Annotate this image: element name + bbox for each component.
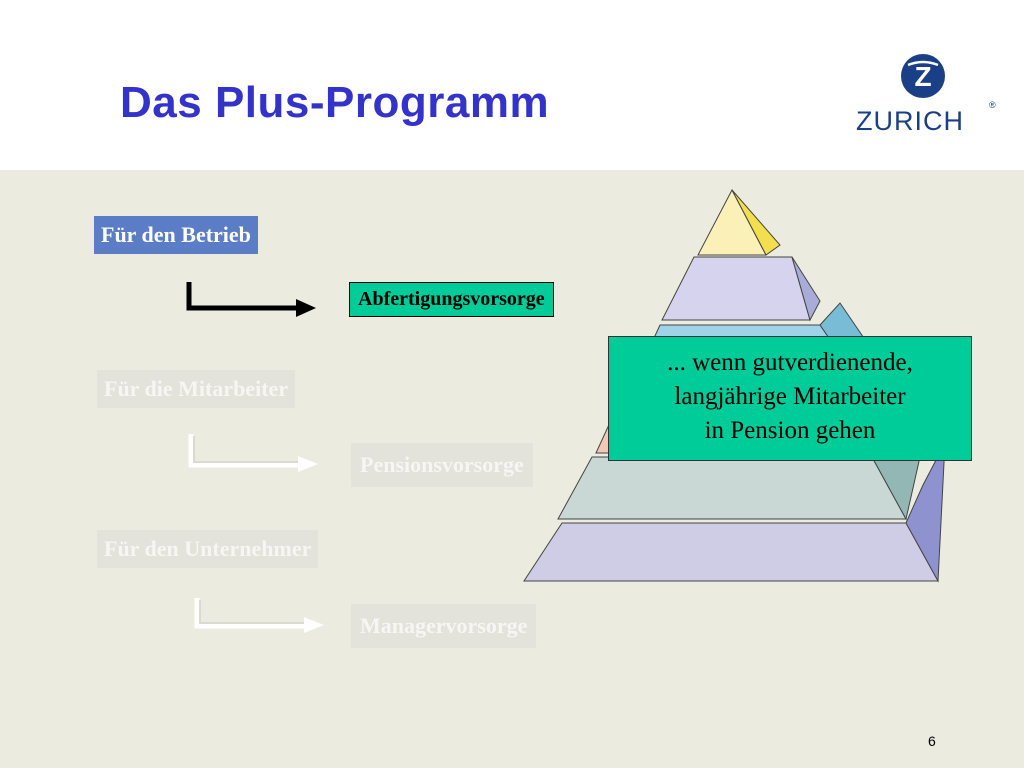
target-pensionsvorsorge: Pensionsvorsorge xyxy=(351,443,533,487)
slide-header: Das Plus-Programm Z ZURICH ® xyxy=(0,0,1024,170)
logo-letter: Z xyxy=(914,61,931,92)
callout-line-2: langjährige Mitarbeiter xyxy=(674,383,906,410)
target-abfertigungsvorsorge: Abfertigungsvorsorge xyxy=(349,282,554,317)
arrow-betrieb-icon xyxy=(186,282,316,317)
section-label-mitarbeiter: Für die Mitarbeiter xyxy=(97,370,296,408)
section-label-unternehmer: Für den Unternehmer xyxy=(97,530,319,568)
callout-line-3: in Pension gehen xyxy=(704,417,876,444)
arrow-unternehmer-icon xyxy=(194,598,324,633)
section-label-betrieb: Für den Betrieb xyxy=(94,216,258,254)
pyramid-tier-5 xyxy=(661,256,811,321)
logo-registered-mark: ® xyxy=(989,100,996,110)
page-number: 6 xyxy=(928,733,936,749)
arrow-mitarbeiter-icon xyxy=(188,434,318,472)
zurich-logo: Z ZURICH ® xyxy=(856,52,1006,142)
slide-title: Das Plus-Programm xyxy=(120,78,550,127)
pyramid-tier-2 xyxy=(557,456,907,520)
pyramid-tier-1 xyxy=(523,522,939,582)
pension-callout: ... wenn gutverdienende, langjährige Mit… xyxy=(608,336,972,461)
callout-line-1: ... wenn gutverdienende, xyxy=(667,349,913,376)
zurich-emblem-icon: Z xyxy=(901,54,945,98)
target-managervorsorge: Managervorsorge xyxy=(351,604,537,648)
logo-wordmark: ZURICH xyxy=(856,106,964,136)
